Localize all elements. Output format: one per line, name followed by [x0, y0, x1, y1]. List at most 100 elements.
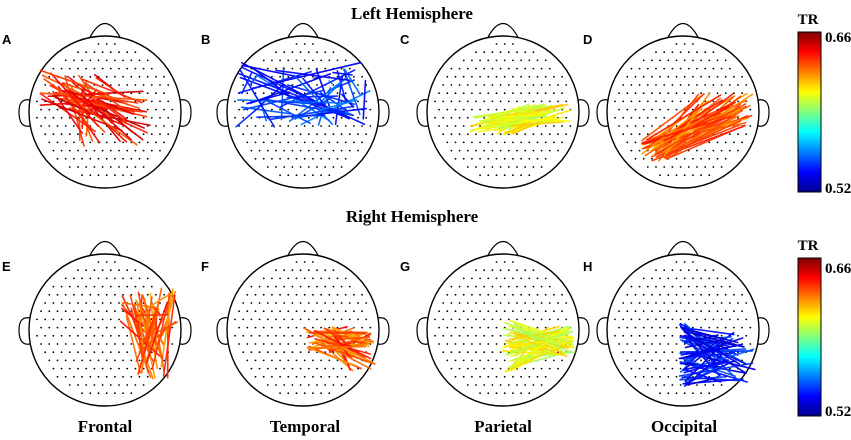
electrode: [291, 334, 294, 337]
electrode: [642, 108, 645, 111]
electrode: [462, 310, 465, 313]
connection-line: [302, 77, 332, 114]
electrode: [487, 392, 490, 395]
electrode: [89, 59, 92, 62]
electrode: [101, 285, 104, 288]
electrode: [708, 359, 711, 362]
electrode: [320, 310, 322, 313]
electrode: [52, 149, 55, 152]
electrode: [89, 392, 92, 395]
electrode: [557, 84, 559, 86]
electrode: [365, 302, 368, 304]
electrode: [683, 75, 686, 78]
electrode: [283, 133, 286, 136]
electrode: [724, 277, 727, 280]
electrode: [700, 293, 702, 296]
electrode: [471, 375, 473, 378]
electrode: [483, 302, 486, 304]
electrode: [77, 302, 79, 304]
electrode: [81, 75, 83, 78]
connection-line: [249, 75, 258, 85]
electrode: [483, 84, 486, 86]
electrode: [553, 75, 555, 78]
connection-line: [512, 326, 569, 352]
connection-line: [129, 294, 141, 334]
electrode: [553, 293, 555, 296]
electrode: [516, 149, 518, 152]
electrode: [618, 310, 620, 313]
electrode: [242, 116, 245, 119]
electrode: [258, 367, 261, 370]
connection-line: [49, 72, 99, 127]
electrode: [52, 318, 55, 321]
electrode: [692, 108, 694, 111]
electrode: [138, 75, 141, 78]
electrode: [114, 59, 116, 62]
electrode: [344, 125, 347, 127]
electrode: [450, 302, 453, 304]
electrode: [458, 149, 461, 152]
electrode: [704, 384, 707, 386]
electrode: [250, 334, 253, 337]
electrode: [271, 375, 273, 378]
electrode: [68, 384, 71, 386]
electrode: [295, 261, 298, 263]
electrode: [340, 116, 343, 119]
electrode: [109, 285, 112, 288]
electrode: [142, 100, 145, 103]
electrode: [52, 285, 55, 288]
electrode: [716, 326, 719, 329]
electrode: [483, 100, 486, 103]
electrode: [142, 384, 145, 386]
electrode: [520, 59, 522, 62]
electrode: [495, 375, 498, 378]
electrode: [462, 75, 465, 78]
electrode: [77, 334, 79, 337]
electrode: [336, 375, 339, 378]
electrode: [291, 351, 294, 354]
connection-line: [241, 71, 253, 95]
electrode: [655, 334, 657, 337]
connection-line: [268, 101, 311, 125]
electrode: [696, 384, 698, 386]
electrode: [454, 375, 457, 378]
connection-line: [685, 351, 756, 371]
electrode: [299, 67, 302, 70]
electrode: [536, 75, 539, 78]
electrode: [48, 310, 51, 313]
electrode: [634, 326, 637, 329]
electrode: [642, 293, 645, 296]
connection-line: [89, 104, 145, 129]
connection-line: [268, 105, 355, 121]
electrode: [101, 384, 104, 386]
electrode: [512, 261, 514, 263]
electrode: [291, 269, 294, 272]
electrode: [307, 166, 310, 168]
electrode: [344, 375, 347, 378]
electrode: [332, 84, 335, 86]
electrode: [242, 84, 245, 86]
electrode: [507, 302, 510, 304]
electrode: [696, 84, 698, 86]
connection-line: [300, 90, 371, 126]
electrode: [532, 302, 535, 304]
electrode: [159, 100, 161, 103]
electrode: [454, 359, 457, 362]
electrode: [528, 293, 531, 296]
electrode: [332, 384, 335, 386]
electrode: [242, 351, 245, 354]
electrode: [675, 59, 678, 62]
electrode: [73, 141, 75, 144]
electrode: [622, 84, 625, 86]
electrode: [77, 285, 79, 288]
electrode: [299, 351, 302, 354]
electrode: [683, 43, 686, 45]
electrode: [126, 133, 129, 136]
electrode: [97, 359, 100, 362]
electrode: [438, 125, 440, 127]
electrode: [475, 67, 477, 70]
electrode: [250, 318, 253, 321]
electrode: [438, 108, 440, 111]
electrode: [646, 67, 649, 70]
